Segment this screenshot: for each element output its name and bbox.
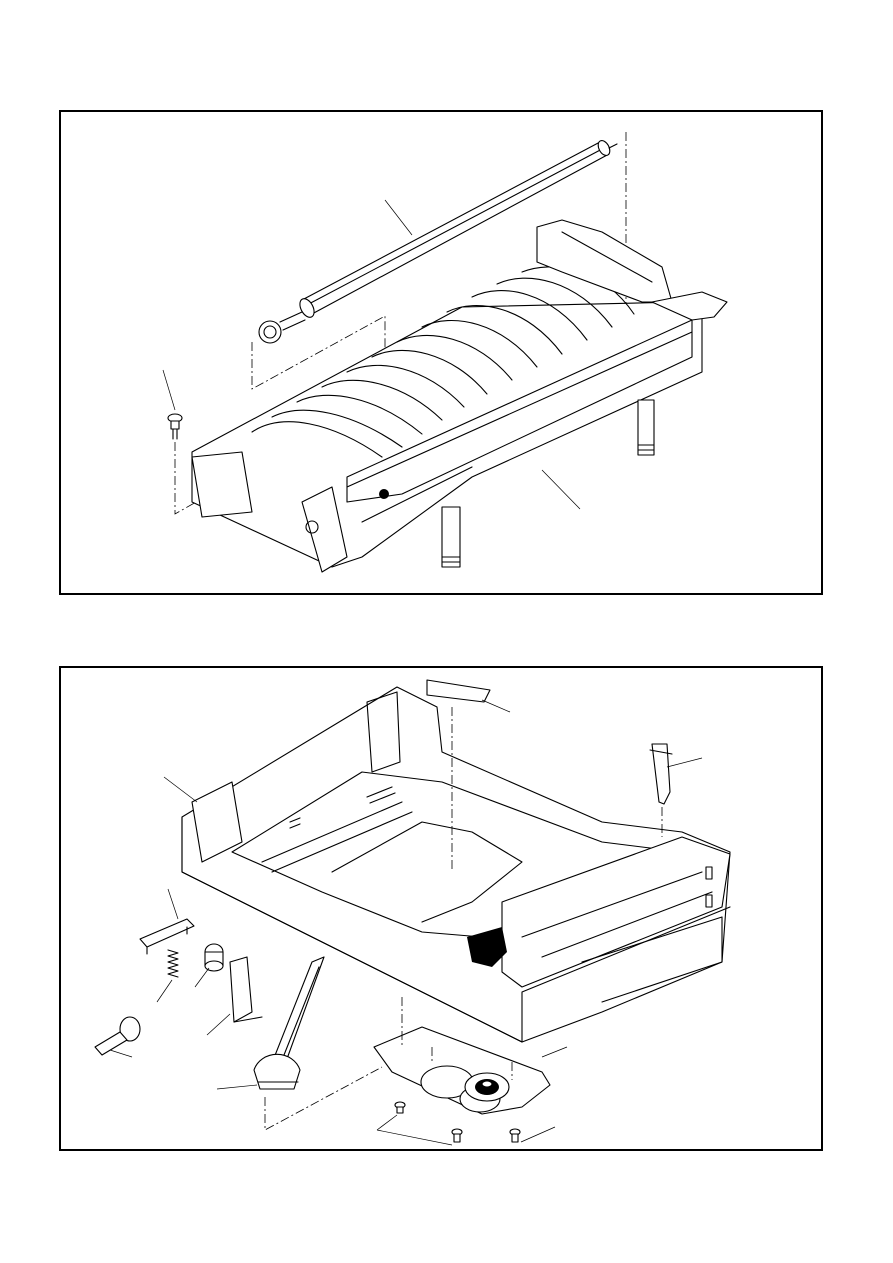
screws-leader-line — [376, 1114, 453, 1146]
top-exploded-view-panel — [59, 110, 823, 595]
frame-leader-line — [541, 469, 581, 510]
sector-gear-part — [253, 956, 325, 1090]
roller-part — [258, 140, 618, 344]
screw-leader-line — [162, 369, 176, 411]
bracket-part — [139, 918, 195, 955]
tray-leader-line — [163, 776, 198, 803]
roller-gear-icon — [258, 320, 282, 344]
spring-leader-line — [156, 979, 173, 1003]
bottom-exploded-diagram — [94, 679, 731, 1146]
bracket-leader-line — [167, 888, 179, 920]
small-roller-leader-line — [194, 967, 210, 988]
small-roller-part — [204, 943, 224, 972]
screw-part — [167, 413, 183, 440]
assembly-line — [401, 997, 513, 1080]
gear-plate-part — [373, 1026, 551, 1115]
guide-plate-leader-line — [481, 699, 511, 713]
guide-plate-part — [426, 679, 491, 703]
assembly-line — [264, 1066, 383, 1131]
arm-part — [229, 956, 263, 1023]
feed-guide-frame — [191, 219, 728, 573]
sector-gear-leader-line — [216, 1084, 258, 1090]
top-exploded-diagram — [162, 132, 728, 573]
screws-part — [394, 1101, 521, 1143]
roller-leader-line — [384, 199, 413, 236]
assembly-line — [251, 315, 386, 462]
film-holder-leader-line — [109, 1049, 133, 1058]
arm-leader-line — [206, 1013, 231, 1036]
gear-plate-leader-line — [541, 1046, 568, 1058]
film-holder-part — [94, 1016, 141, 1056]
bottom-exploded-view-panel — [59, 666, 823, 1151]
lever-part — [649, 743, 673, 805]
screw-leader-line — [520, 1126, 556, 1143]
lever-leader-line — [666, 757, 703, 768]
spring-part — [167, 949, 179, 978]
cassette-tray — [181, 686, 731, 1043]
